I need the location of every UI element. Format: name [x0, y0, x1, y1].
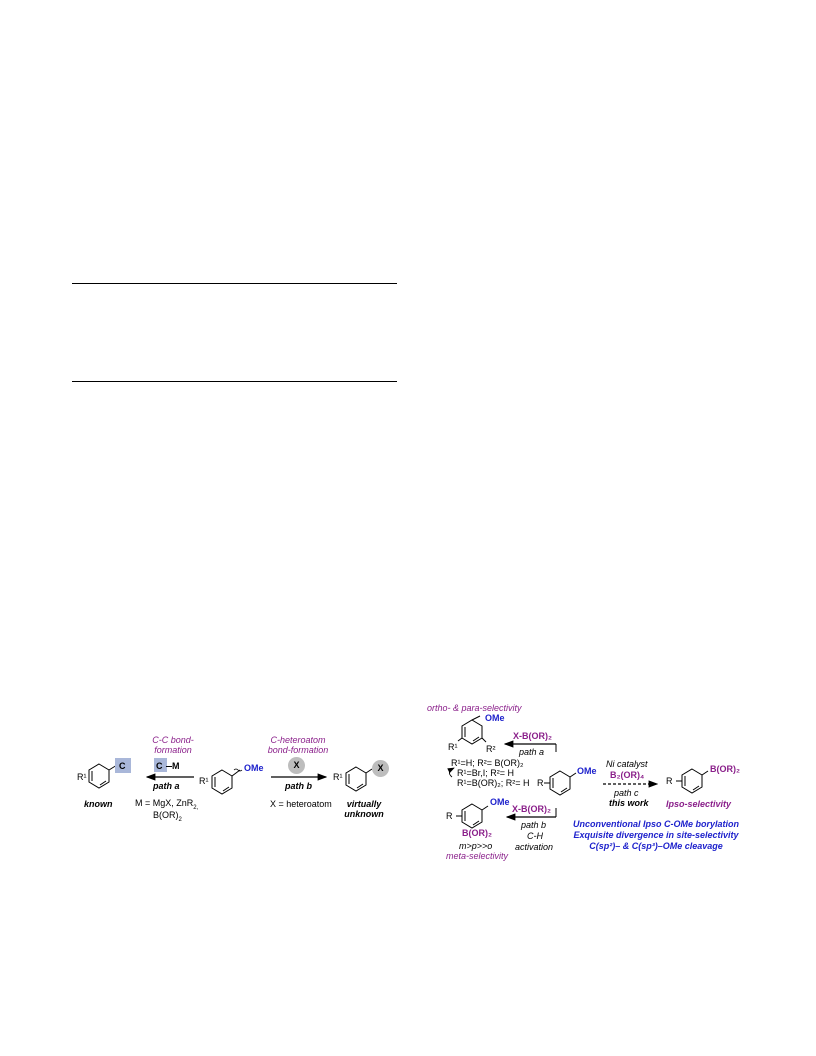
x-badge-product: X: [372, 760, 389, 777]
bor-right: B(OR)₂: [710, 764, 740, 774]
path-c-label: path c: [614, 788, 639, 798]
condition-2: R¹=Br,I; R²= H: [457, 768, 515, 778]
path-b-right: path b: [521, 820, 547, 830]
benzene-ring-product: [676, 768, 709, 794]
virtually-label: virtually: [346, 799, 382, 809]
benzene-ring-top: [457, 715, 487, 745]
headline-1: Unconventional Ipso C-OMe borylation: [572, 819, 739, 829]
c-label-left: C: [119, 761, 126, 771]
x-definition: X = heteroatom: [270, 799, 332, 809]
c-highlight-left: [115, 758, 131, 773]
benzene-ring-center-right: [544, 770, 577, 796]
ni-catalyst: Ni catalyst: [606, 759, 648, 769]
cm-highlight: [154, 758, 167, 772]
unknown-label: unknown: [344, 809, 384, 819]
headline-2: Exquisite divergence in site-selectivity: [573, 830, 739, 840]
ipso-selectivity-label: Ipso-selectivity: [666, 799, 732, 809]
path-a-label-left: path a: [153, 781, 180, 791]
cm-m-label: M: [172, 761, 180, 771]
r-right: R: [666, 776, 673, 786]
cm-bond: [166, 766, 172, 767]
mpo-label: m>p>>o: [459, 841, 493, 851]
x-badge-arrow: X: [288, 757, 305, 774]
c-heteroatom-label: C-heteroatom bond-formation: [267, 735, 329, 755]
benzene-ring-right: [345, 766, 373, 792]
r1-center: R¹: [199, 776, 209, 786]
r-bottom: R: [446, 811, 453, 821]
b2or4: B₂(OR)₄: [610, 770, 645, 780]
r1-top: R¹: [448, 742, 458, 752]
ch-label: C-H: [527, 831, 543, 841]
cc-bond-label: C-C bond- formation: [152, 735, 194, 755]
bor-bottom: B(OR)₂: [462, 828, 492, 838]
ome-center-right: OMe: [577, 766, 597, 776]
condition-3: R¹=B(OR)₂; R²= H: [457, 778, 530, 788]
xbor-top: X-B(OR)₂: [513, 731, 552, 741]
known-label: known: [84, 799, 113, 809]
activation-label: activation: [515, 842, 554, 852]
m-definition-1: M = MgX, ZnR2,: [135, 798, 199, 811]
wavy-bond: [233, 768, 243, 772]
cm-c-label: C: [156, 761, 163, 771]
benzene-ring-bottom: [456, 803, 489, 829]
path-b-label-left: path b: [285, 781, 312, 791]
xbor-bottom: X-B(OR)₂: [512, 804, 551, 814]
ome-bottom: OMe: [490, 797, 510, 807]
this-work-label: this work: [609, 798, 649, 808]
curved-arrow: [447, 767, 455, 778]
meta-selectivity-label: meta-selectivity: [446, 851, 509, 861]
r2-top: R²: [486, 744, 496, 754]
ome-top: OMe: [485, 713, 505, 723]
ome-center: OMe: [244, 763, 264, 773]
headline-3: C(sp²)– & C(sp³)–OMe cleavage: [589, 841, 723, 851]
top-rule: [72, 283, 397, 284]
r1-left: R¹: [77, 772, 87, 782]
r1-right: R¹: [333, 772, 343, 782]
condition-1: R¹=H; R²= B(OR)₂: [451, 758, 524, 768]
r-center: R: [537, 778, 544, 788]
m-definition-2: B(OR)2: [153, 810, 182, 823]
ortho-para-label: ortho- & para-selectivity: [427, 703, 522, 713]
path-a-right: path a: [519, 747, 545, 757]
bottom-rule: [72, 381, 397, 382]
